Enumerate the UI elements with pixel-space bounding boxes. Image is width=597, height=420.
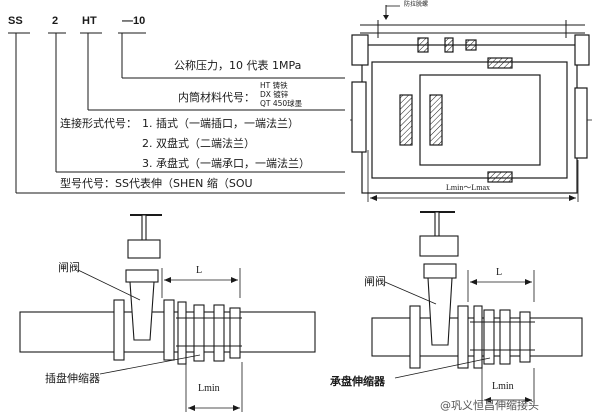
dim-lmin-left: Lmin bbox=[198, 383, 220, 394]
installation-left bbox=[19, 214, 316, 412]
code-ss: SS bbox=[8, 15, 23, 27]
dim-l-right: L bbox=[496, 267, 503, 278]
code-ht: HT bbox=[82, 15, 97, 27]
label-socket-flange-joint: 承盘伸缩器 bbox=[330, 375, 385, 388]
material-dx: DX 镀锌 bbox=[260, 90, 289, 99]
label-connection: 连接形式代号： bbox=[60, 117, 137, 130]
model-code-tree bbox=[8, 32, 345, 194]
expansion-joint-section bbox=[350, 5, 592, 202]
dim-lmin-right: Lmin bbox=[492, 381, 514, 392]
material-qt: QT 450球墨 bbox=[260, 99, 303, 108]
label-model-code: 型号代号：SS代表伸（SHEN 缩（SOU bbox=[60, 177, 253, 190]
watermark: @巩义恒昌伸缩接头 bbox=[440, 399, 539, 412]
code-10: —10 bbox=[122, 15, 146, 27]
dim-l-left: L bbox=[196, 265, 203, 276]
dim-l-range: Lmin～Lmax bbox=[446, 183, 490, 192]
label-gate-valve-left: 闸阀 bbox=[58, 261, 80, 274]
connection-type-1: 1. 插式（一端插口，一端法兰） bbox=[142, 117, 299, 130]
material-ht: HT 铸铁 bbox=[260, 81, 288, 90]
connection-type-2: 2. 双盘式（二端法兰） bbox=[142, 137, 255, 150]
installation-right bbox=[371, 211, 583, 404]
label-pressure: 公称压力，10 代表 1MPa bbox=[174, 59, 302, 72]
connection-type-3: 3. 承盘式（一端承口，一端法兰） bbox=[142, 157, 310, 170]
label-gate-valve-right: 闸阀 bbox=[364, 275, 386, 288]
code-2: 2 bbox=[52, 15, 59, 27]
label-spigot-flange-joint: 插盘伸缩器 bbox=[45, 372, 100, 385]
label-inner-tube: 内筒材料代号： bbox=[178, 91, 255, 104]
label-anti-pull-bolt: 防拉脱螺 bbox=[404, 1, 429, 8]
